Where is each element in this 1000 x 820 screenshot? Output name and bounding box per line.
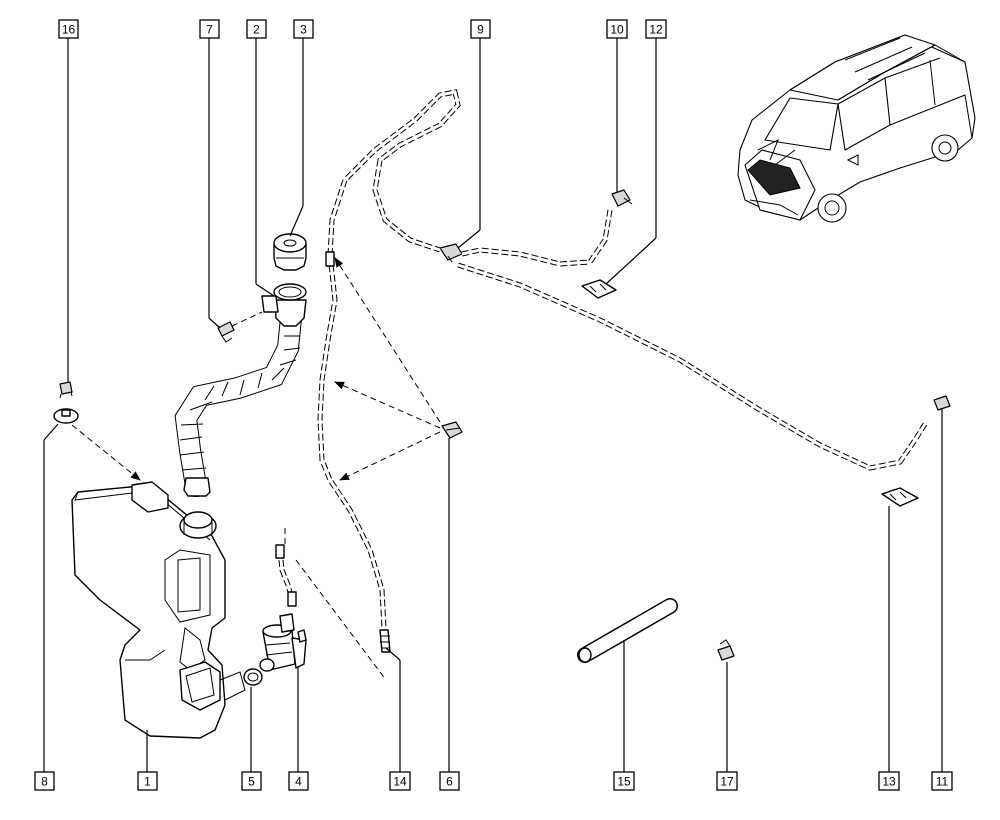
washer-part-8 bbox=[53, 408, 141, 481]
part-label-2-text: 2 bbox=[253, 23, 260, 37]
washer-pipe-front bbox=[317, 89, 461, 629]
connector-part-14 bbox=[275, 528, 391, 681]
part-label-11: 11 bbox=[931, 771, 953, 791]
part-label-9: 9 bbox=[470, 19, 491, 39]
part-label-4-text: 4 bbox=[295, 775, 302, 789]
part-label-8: 8 bbox=[34, 771, 55, 791]
filler-cap bbox=[273, 233, 307, 271]
part-label-5: 5 bbox=[241, 771, 262, 791]
part-label-15-text: 15 bbox=[617, 775, 631, 789]
part-label-5-text: 5 bbox=[248, 775, 255, 789]
part-label-10-text: 10 bbox=[610, 23, 624, 37]
part-label-17-text: 17 bbox=[720, 775, 734, 789]
connector-part-6 bbox=[334, 257, 463, 481]
part-label-8-text: 8 bbox=[41, 775, 48, 789]
van-illustration bbox=[737, 34, 976, 223]
part-label-14-text: 14 bbox=[393, 775, 407, 789]
washer-pipe-to-nozzle-10 bbox=[461, 209, 613, 267]
leader-lines bbox=[43, 38, 943, 772]
washer-pipe-rear bbox=[457, 262, 928, 471]
filler-neck-hose bbox=[174, 283, 307, 497]
part-label-2: 2 bbox=[246, 19, 267, 39]
part-label-7-text: 7 bbox=[206, 23, 213, 37]
clip-part-13 bbox=[881, 487, 919, 507]
part-label-16: 16 bbox=[58, 19, 79, 39]
part-label-14: 14 bbox=[389, 771, 411, 791]
part-label-4: 4 bbox=[288, 771, 309, 791]
part-label-16-text: 16 bbox=[62, 23, 76, 37]
part-label-12-text: 12 bbox=[649, 23, 663, 37]
part-label-9-text: 9 bbox=[477, 23, 484, 37]
part-label-6: 6 bbox=[439, 771, 460, 791]
part-label-1-text: 1 bbox=[144, 775, 151, 789]
clip-part-17 bbox=[717, 639, 735, 661]
clip-part-7 bbox=[217, 311, 263, 343]
grommet-part-16 bbox=[59, 381, 73, 399]
part-label-15: 15 bbox=[613, 771, 635, 791]
part-label-12: 12 bbox=[645, 19, 667, 39]
seal-part-5 bbox=[243, 668, 263, 686]
part-label-10: 10 bbox=[606, 19, 628, 39]
washer-reservoir bbox=[71, 481, 246, 739]
part-label-13-text: 13 bbox=[882, 775, 896, 789]
part-label-3-text: 3 bbox=[300, 23, 307, 37]
hose-part-15 bbox=[577, 598, 678, 663]
part-label-1: 1 bbox=[137, 771, 158, 791]
clip-part-12 bbox=[581, 279, 617, 299]
nozzle-part-11 bbox=[933, 395, 951, 411]
washer-pump-part-4 bbox=[259, 613, 307, 672]
part-label-3: 3 bbox=[293, 19, 314, 39]
part-label-13: 13 bbox=[878, 771, 900, 791]
part-label-7: 7 bbox=[199, 19, 220, 39]
part-label-11-text: 11 bbox=[936, 775, 949, 789]
part-label-17: 17 bbox=[716, 771, 738, 791]
part-label-6-text: 6 bbox=[446, 775, 453, 789]
nozzle-part-10 bbox=[611, 189, 633, 207]
